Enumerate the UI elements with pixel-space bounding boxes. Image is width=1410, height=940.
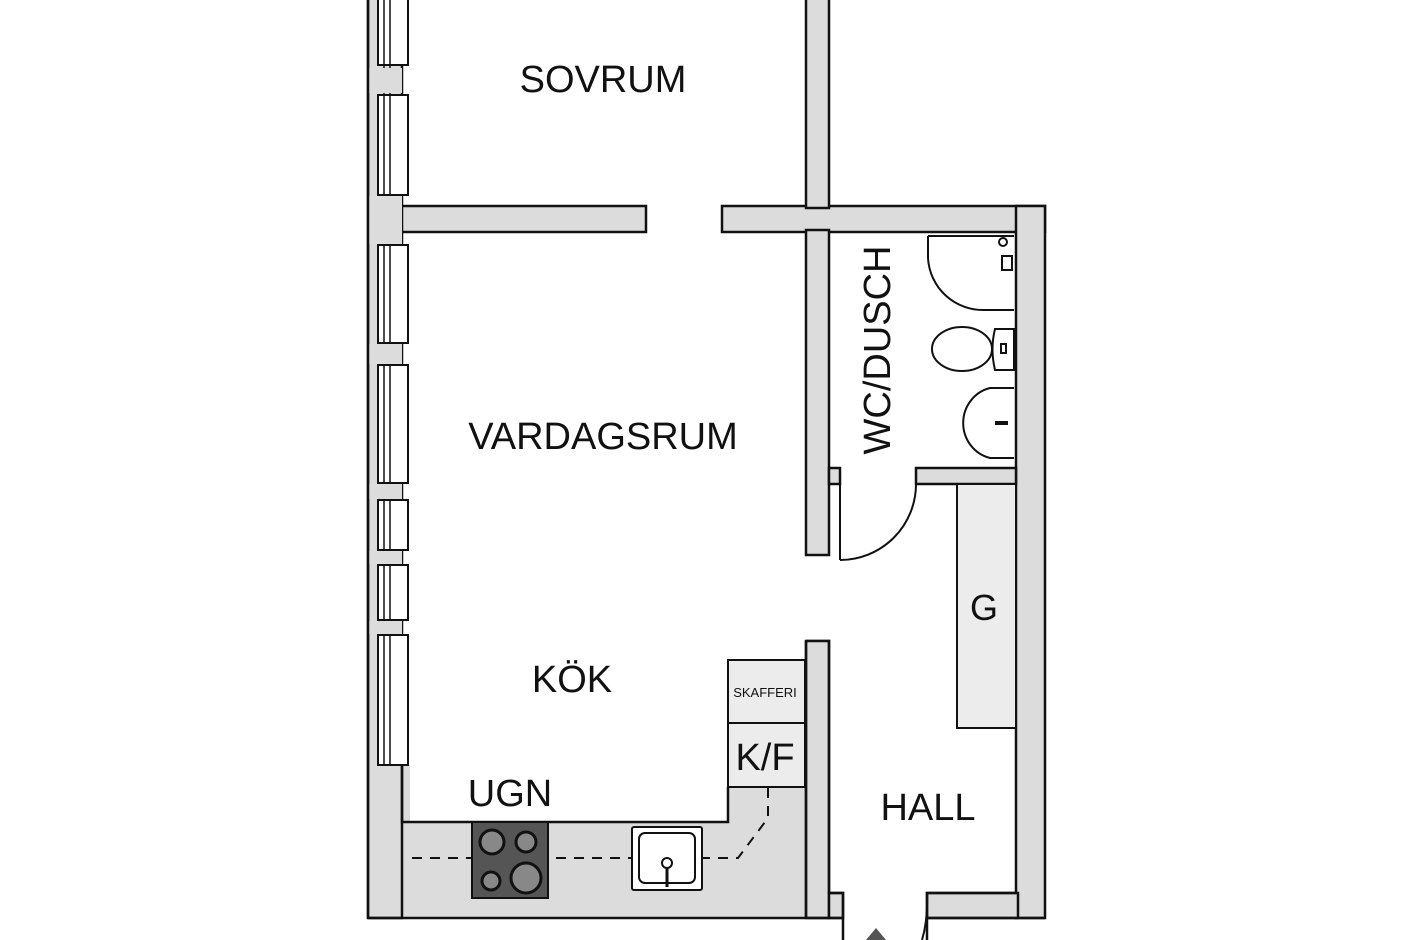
wall-bedroom-living — [400, 204, 648, 234]
window — [377, 364, 409, 484]
shower-icon — [927, 235, 1014, 312]
room-label-living: VARDAGSRUM — [468, 416, 738, 458]
label-pantry: SKAFFERI — [733, 685, 797, 700]
room-label-hall: HALL — [880, 787, 975, 829]
sink-icon — [962, 387, 1014, 459]
window — [377, 0, 409, 66]
wall-hall-bottom-right — [925, 891, 1020, 920]
toilet-icon — [931, 326, 1015, 372]
bathroom-door[interactable] — [839, 483, 917, 561]
room-label-kitchen: KÖK — [532, 659, 612, 701]
exterior-wall-right — [1014, 204, 1047, 920]
wall-bedroom-bath — [720, 204, 1047, 234]
wardrobe — [956, 483, 1017, 729]
entrance-arrow-icon — [866, 928, 886, 940]
window — [377, 94, 409, 196]
label-fridge-freezer: K/F — [735, 737, 794, 779]
window — [377, 244, 409, 344]
window — [377, 634, 409, 766]
room-label-bathroom: WC/DUSCH — [857, 246, 899, 455]
upper-cabinet-line — [412, 787, 769, 859]
wall-bath-bottom-stub — [827, 466, 842, 486]
window — [377, 564, 409, 621]
stove-icon — [471, 821, 549, 899]
fridge-freezer — [727, 722, 806, 788]
kitchen-counter — [402, 822, 806, 918]
label-oven: UGN — [468, 773, 552, 815]
wall-bath-bottom — [914, 466, 1018, 486]
windows — [377, 0, 409, 766]
room-label-bedroom: SOVRUM — [520, 59, 687, 101]
kitchen-sink-icon — [631, 826, 703, 891]
wall-vertical-top — [804, 0, 831, 210]
wall-hall-bottom-left — [827, 891, 845, 920]
label-wardrobe: G — [970, 587, 998, 628]
window — [377, 499, 409, 551]
wall-vertical-mid — [804, 228, 831, 557]
